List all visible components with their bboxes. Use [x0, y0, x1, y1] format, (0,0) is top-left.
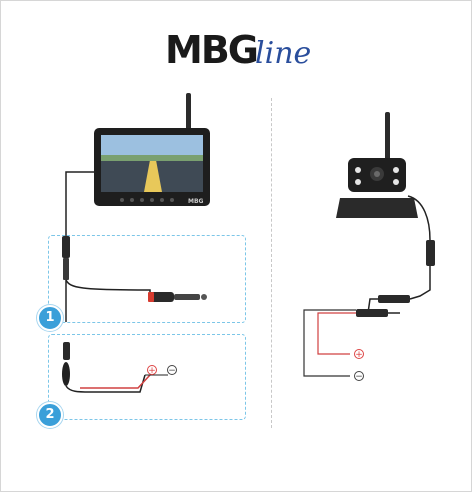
- monitor-button: [150, 198, 154, 202]
- road-centerline: [144, 160, 162, 192]
- camera-led: [393, 179, 399, 185]
- camera-antenna: [385, 112, 390, 164]
- option-1-connector: [62, 236, 70, 258]
- option-2-box: [48, 334, 246, 420]
- option-2-positive-lead: [80, 374, 151, 389]
- option-1-box: [48, 235, 246, 323]
- car-charger-body: [148, 292, 174, 302]
- camera-led: [355, 167, 361, 173]
- option-2-positive-marker: +: [147, 365, 157, 376]
- camera-positive-lead: [317, 312, 356, 355]
- backup-camera: [336, 112, 418, 218]
- camera-power-jack: [378, 295, 410, 303]
- camera-cable-lower: [409, 266, 431, 300]
- camera-led: [393, 167, 399, 173]
- option-1-connector-plug: [63, 258, 69, 280]
- camera-negative-lead: [303, 309, 356, 377]
- monitor-button: [140, 198, 144, 202]
- monitor-button: [170, 198, 174, 202]
- monitor-cable: [65, 171, 96, 236]
- car-charger-contact: [201, 294, 207, 300]
- camera-cable: [407, 195, 431, 241]
- camera-negative-marker: −: [354, 371, 364, 382]
- monitor: MBG: [94, 93, 210, 206]
- logo-mark: MBG: [165, 28, 259, 72]
- camera-lens-inner: [374, 171, 380, 177]
- camera-led: [355, 179, 361, 185]
- center-divider: [271, 98, 272, 428]
- option-2-badge: 2: [37, 402, 63, 428]
- option-2-negative-lead: [65, 374, 146, 393]
- option-2-negative-marker: −: [167, 365, 177, 376]
- logo-word: line: [255, 36, 312, 71]
- monitor-button: [130, 198, 134, 202]
- monitor-button: [160, 198, 164, 202]
- camera-connector: [426, 240, 435, 266]
- camera-bracket: [336, 198, 418, 218]
- car-charger-barrel: [174, 294, 200, 300]
- fuse-holder: [62, 362, 70, 386]
- camera-power-plug: [356, 309, 388, 317]
- monitor-brand: MBG: [188, 198, 204, 205]
- monitor-antenna: [186, 93, 191, 135]
- option-2-connector: [63, 342, 70, 360]
- option-1-badge: 1: [37, 305, 63, 331]
- camera-positive-marker: +: [354, 349, 364, 360]
- horizon-trees: [101, 155, 203, 161]
- car-charger-tip: [148, 292, 154, 302]
- monitor-button: [120, 198, 124, 202]
- option-1-cable: [65, 279, 151, 296]
